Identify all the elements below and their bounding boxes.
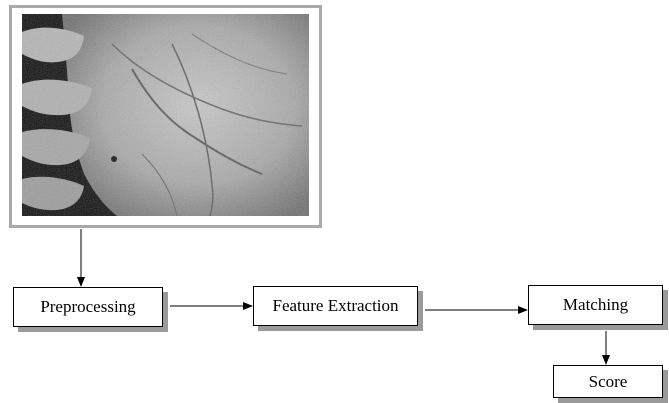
feature-extraction-label: Feature Extraction xyxy=(272,296,398,316)
matching-label: Matching xyxy=(563,295,628,315)
matching-box: Matching xyxy=(528,285,663,325)
palm-print-image xyxy=(22,14,309,216)
palm-image-frame xyxy=(9,5,322,228)
score-box: Score xyxy=(553,365,663,398)
preprocessing-label: Preprocessing xyxy=(40,297,135,317)
feature-extraction-box: Feature Extraction xyxy=(253,286,418,326)
score-label: Score xyxy=(589,372,628,392)
preprocessing-box: Preprocessing xyxy=(13,287,163,327)
